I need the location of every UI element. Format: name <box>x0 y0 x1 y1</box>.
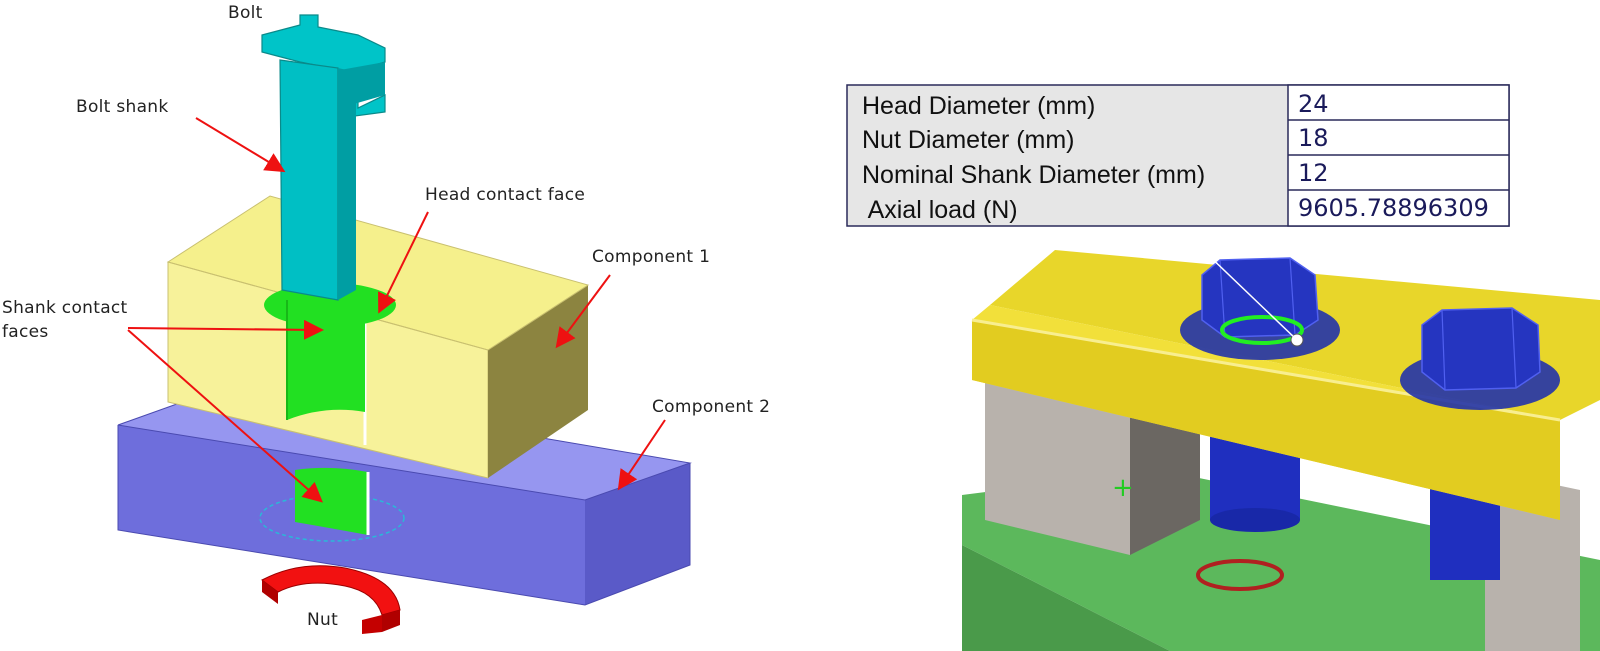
bolt-model-view: + <box>800 0 1600 651</box>
bolt-assembly-model: + <box>962 227 1600 651</box>
label-bolt: Bolt <box>228 3 263 23</box>
bolt <box>261 14 386 301</box>
arrow-component-2 <box>617 419 666 491</box>
annotation-arrows <box>127 117 666 503</box>
label-component-2: Component 2 <box>652 397 770 417</box>
arrow-head-contact-face <box>378 211 429 314</box>
nut <box>261 565 401 634</box>
arrow-shank-face-1 <box>127 319 324 340</box>
bolt-head-2 <box>1400 307 1560 410</box>
table-row-label: Nominal Shank Diameter (mm) <box>862 161 1205 189</box>
arrow-shank-face-2 <box>127 329 323 503</box>
table-row-value[interactable]: 9605.78896309 <box>1298 194 1489 222</box>
bolt-head-1 <box>1179 227 1340 360</box>
label-shank-contact-faces-line1: Shank contact <box>2 298 128 318</box>
bolt-properties-table: Head Diameter (mm) 24 Nut Diameter (mm) … <box>846 84 1510 227</box>
table-row-value[interactable]: 12 <box>1298 159 1329 187</box>
label-bolt-shank: Bolt shank <box>76 97 169 117</box>
table-row-value[interactable]: 24 <box>1298 90 1329 118</box>
table-row-label: Nut Diameter (mm) <box>862 126 1075 154</box>
label-shank-contact-faces-line2: faces <box>2 322 49 342</box>
bolt-joint-diagram: Bolt Bolt shank Head contact face Compon… <box>2 3 770 634</box>
arrow-component-1 <box>555 274 611 349</box>
nut-ring <box>1196 559 1284 591</box>
label-component-1: Component 1 <box>592 247 710 267</box>
label-head-contact-face: Head contact face <box>425 185 585 205</box>
table-row-value[interactable]: 18 <box>1298 124 1329 152</box>
arrow-bolt-shank <box>195 117 286 173</box>
table-row-label: Head Diameter (mm) <box>862 92 1095 120</box>
label-nut: Nut <box>307 610 338 630</box>
origin-marker: + <box>1112 473 1134 503</box>
spacer-left <box>985 375 1200 555</box>
table-row-label: Axial load (N) <box>862 196 1018 224</box>
